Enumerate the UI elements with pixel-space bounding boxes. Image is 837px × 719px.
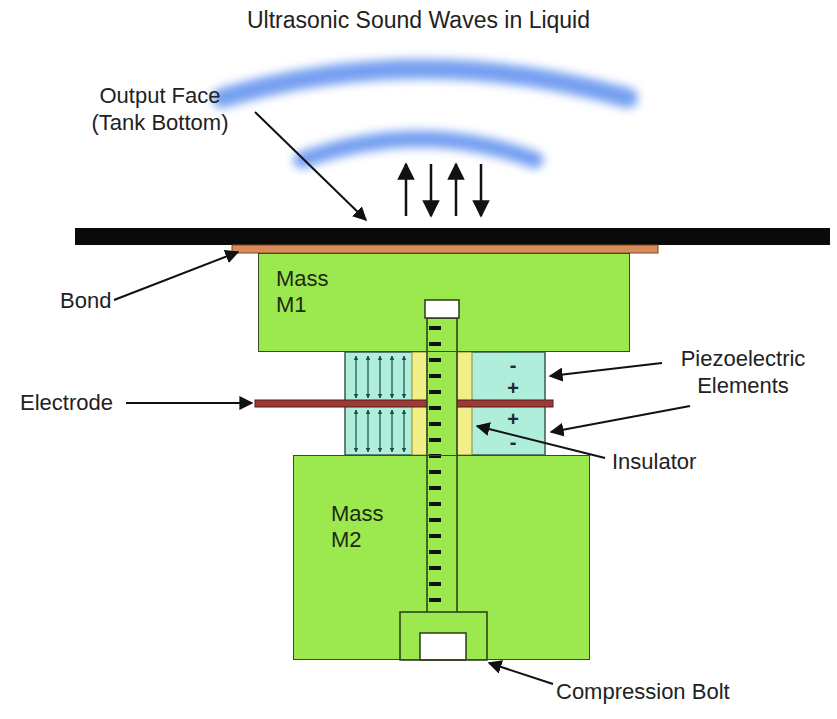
polarity-sign: -	[503, 432, 523, 452]
mass-label: Mass M1	[276, 266, 340, 318]
polarization-arrow	[355, 410, 356, 452]
bond-layer	[232, 245, 658, 253]
part-label: Electrode	[20, 389, 113, 416]
polarity-sign: +	[503, 409, 523, 429]
electrode	[255, 400, 553, 407]
polarization-arrow	[403, 410, 404, 452]
mass-block: Mass M1	[258, 253, 630, 352]
polarization-arrow	[379, 410, 380, 452]
polarization-arrow	[391, 410, 392, 452]
sound-waves	[222, 69, 628, 160]
polarity-sign: -	[503, 355, 523, 375]
polarization-arrow	[391, 356, 392, 398]
compression-bolt	[400, 300, 487, 660]
polarity-sign: +	[503, 378, 523, 398]
polarization-arrow	[367, 410, 368, 452]
tank-bottom	[75, 228, 830, 245]
polarization-arrow	[367, 356, 368, 398]
polarization-arrow	[403, 356, 404, 398]
leader-arrows	[114, 112, 690, 684]
part-label: Bond	[60, 287, 111, 314]
vibration-arrows	[406, 164, 481, 216]
part-label: Piezoelectric Elements	[668, 345, 818, 399]
mass-block: Mass M2	[293, 455, 590, 660]
part-label: Output Face (Tank Bottom)	[80, 82, 240, 136]
diagram-title: Ultrasonic Sound Waves in Liquid	[0, 6, 837, 34]
mass-label: Mass M2	[331, 501, 395, 553]
part-label: Insulator	[612, 448, 696, 475]
polarization-arrow	[379, 356, 380, 398]
polarization-arrow	[355, 356, 356, 398]
part-label: Compression Bolt	[556, 678, 730, 705]
